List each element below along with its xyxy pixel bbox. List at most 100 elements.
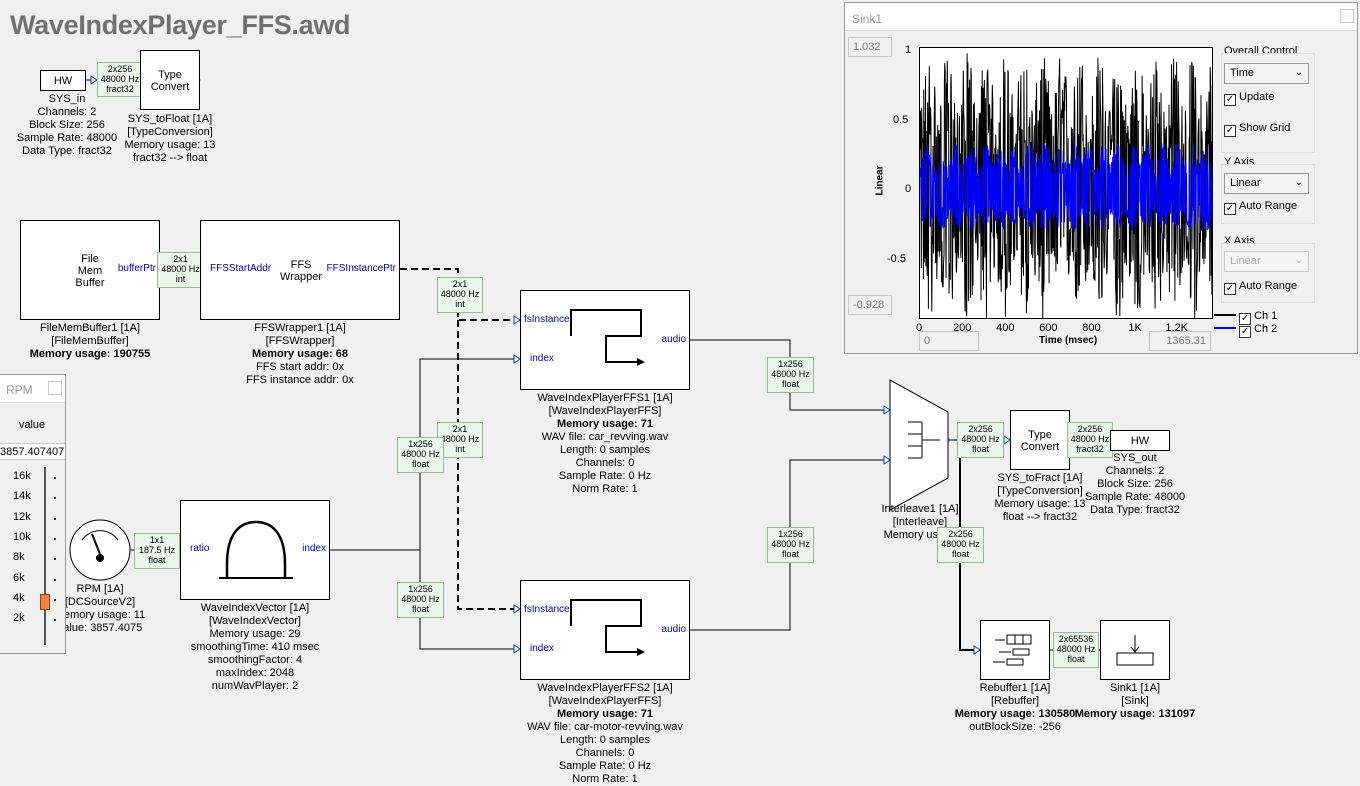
slider-track[interactable]	[44, 467, 46, 645]
page-title: WaveIndexPlayer_FFS.awd	[10, 10, 351, 40]
index-pin[interactable]: index	[530, 643, 554, 654]
x-tick-label: 400	[996, 322, 1015, 334]
rebuffer-caption: Rebuffer1 [1A][Rebuffer]Memory usage: 13…	[954, 682, 1076, 733]
ffsinstanceptr-pin[interactable]: FFSInstancePtr	[326, 263, 396, 274]
x-axis-label: Time (msec)	[1039, 335, 1098, 346]
ch2-line-swatch	[1214, 327, 1236, 329]
rpm-value-field[interactable]: 3857.407407	[0, 443, 65, 460]
waveform-plot[interactable]	[919, 47, 1213, 319]
hw-label: HW	[53, 75, 73, 87]
x-min-field[interactable]: 0	[919, 331, 979, 351]
update-checkbox[interactable]: ✓Update	[1224, 91, 1275, 106]
ch2-legend-toggle[interactable]: ✓Ch 2	[1214, 323, 1277, 338]
index-pin[interactable]: index	[530, 353, 554, 364]
checkbox-checked-icon: ✓	[1239, 313, 1252, 325]
slider-tick-mark	[54, 537, 56, 540]
overall-control-select[interactable]: Time⌄	[1224, 63, 1309, 84]
close-icon[interactable]	[1340, 9, 1354, 23]
audio-pin[interactable]: audio	[661, 624, 686, 635]
slider-tick-label: 10k	[13, 530, 31, 543]
player2-block[interactable]: fsInstance index audio	[520, 580, 690, 680]
sys-in-hw-block[interactable]: HW	[40, 70, 86, 91]
x-tick-label: 0	[916, 322, 923, 334]
x-tick-label: 1.2K	[1165, 322, 1189, 334]
slider-tick-label: 14k	[13, 490, 31, 503]
y-min-field[interactable]: -0.928	[848, 295, 892, 315]
overall-control-group	[1221, 53, 1315, 153]
y-tick-label: 0.5	[893, 113, 909, 126]
fsinstance-pin[interactable]: fsInstance	[524, 314, 570, 325]
slider-tick-label: 8k	[13, 551, 25, 564]
waveindexvector-block[interactable]: ratio index	[180, 500, 330, 600]
y-max-field[interactable]: 1.032	[848, 37, 892, 57]
y-axis-group	[1221, 164, 1315, 224]
slider-tick-label: 12k	[13, 510, 31, 523]
rpm-panel-close[interactable]	[48, 381, 62, 395]
ffsstartaddr-pin[interactable]: FFSStartAddr	[210, 263, 272, 274]
ch1-legend-toggle[interactable]: ✓Ch 1	[1214, 310, 1277, 325]
y-tick-label: 1	[905, 44, 912, 57]
fsinstance-pin[interactable]: fsInstance	[524, 604, 570, 615]
pin-arrow	[513, 315, 521, 325]
waveindexvector-caption: WaveIndexVector [1A][WaveIndexVector] Me…	[190, 602, 320, 692]
sys-tofloat-caption: SYS_toFloat [1A][TypeConversion]Memory u…	[124, 113, 216, 164]
chevron-down-icon: ⌄	[1294, 177, 1303, 188]
y-auto-range-checkbox[interactable]: ✓Auto Range	[1224, 200, 1298, 215]
bufferptr-pin[interactable]: bufferPtr	[117, 263, 156, 274]
slider-tick-mark	[54, 619, 56, 622]
slider-tick-mark	[54, 517, 56, 520]
rebuffer-icon	[993, 634, 1032, 666]
y-axis-label: Linear	[874, 165, 886, 196]
value-column-header: value	[18, 419, 46, 431]
show-grid-checkbox[interactable]: ✓Show Grid	[1224, 122, 1291, 137]
y-axis-group-label: Y Axis	[1224, 156, 1255, 168]
slider-thumb[interactable]	[40, 594, 50, 611]
audio-pin[interactable]: audio	[661, 334, 686, 345]
slider-tick-mark	[54, 558, 56, 561]
rebuffer-block[interactable]	[980, 620, 1050, 680]
chevron-down-icon: ⌄	[1294, 67, 1303, 78]
ratio-pin[interactable]: ratio	[190, 543, 210, 554]
x-tick-label: 600	[1039, 322, 1058, 334]
player2-caption: WaveIndexPlayerFFS2 [1A][WaveIndexPlayer…	[527, 682, 683, 785]
pin-arrow	[883, 405, 891, 415]
player1-block[interactable]: fsInstance index audio	[520, 290, 690, 390]
rpm-gauge-icon[interactable]	[68, 518, 132, 582]
checkbox-checked-icon: ✓	[1239, 326, 1252, 338]
checkbox-checked-icon: ✓	[1224, 283, 1236, 295]
sys-out-hw-block[interactable]: HW	[1110, 430, 1170, 451]
x-tick-label: 200	[953, 322, 972, 334]
interleave-block[interactable]	[888, 378, 952, 512]
ch1-line-swatch	[1214, 314, 1236, 316]
x-max-field[interactable]: 1365.31	[1149, 331, 1211, 351]
slider-tick-label: 6k	[13, 571, 25, 584]
pin-arrow	[973, 645, 981, 655]
sink-block[interactable]	[1100, 620, 1170, 680]
y-axis-select[interactable]: Linear⌄	[1224, 173, 1309, 194]
index-out-pin[interactable]: index	[302, 543, 326, 554]
x-axis-select[interactable]: Linear⌄	[1224, 251, 1309, 272]
player-icon	[570, 309, 645, 366]
filemembuffer-caption: FileMemBuffer1 [1A][FileMemBuffer]Memory…	[29, 322, 151, 360]
pin-arrow	[513, 644, 521, 654]
x-auto-range-checkbox[interactable]: ✓Auto Range	[1224, 280, 1298, 295]
slider-tick-mark	[54, 497, 56, 500]
sink-inspector-window[interactable]: Sink1 1.032 -0.928 0 1365.31 Linear Time…	[844, 2, 1358, 354]
checkbox-checked-icon: ✓	[1224, 203, 1236, 215]
